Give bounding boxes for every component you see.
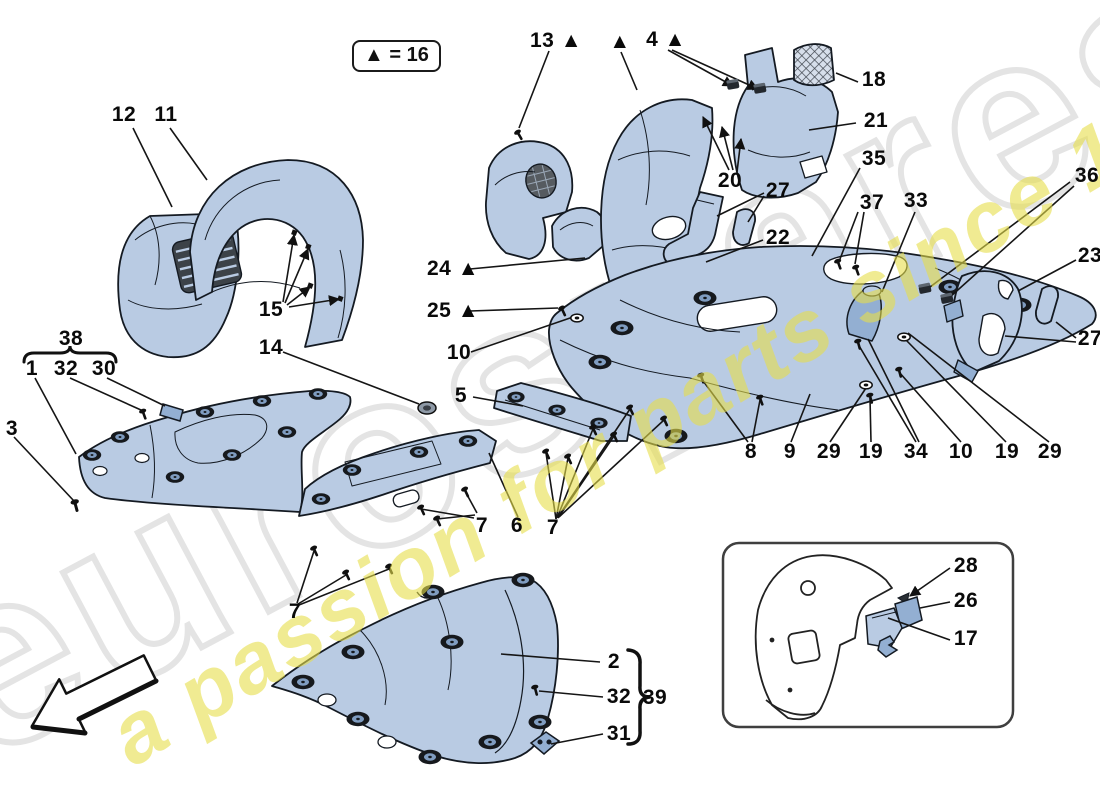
direction-arrow bbox=[30, 654, 159, 736]
part-bracket-31 bbox=[529, 731, 561, 755]
part-mesh-grille-18 bbox=[793, 43, 835, 87]
inset-clip-17 bbox=[865, 607, 903, 658]
brace-39 bbox=[626, 648, 651, 746]
part-clip-30 bbox=[159, 403, 184, 422]
part-strip-6 bbox=[298, 429, 497, 517]
part-wheelhouse-shell-24 bbox=[485, 140, 574, 260]
point-markers bbox=[291, 229, 344, 302]
part-front-wheelhouse-arch-11 bbox=[189, 159, 364, 348]
grommet-14 bbox=[417, 401, 437, 415]
part-quarter-panel-23 bbox=[943, 270, 1023, 383]
part-patch-strip-27 bbox=[1035, 285, 1059, 325]
brace-38 bbox=[22, 345, 118, 364]
triangle-legend-text: ▲ = 16 bbox=[364, 44, 429, 66]
fasteners bbox=[69, 78, 954, 697]
part-front-flat-undertray bbox=[78, 389, 352, 513]
part-bottom-undertray bbox=[271, 576, 559, 764]
leader-lines bbox=[13, 49, 1077, 745]
inset-wheelhouse-outline bbox=[754, 554, 893, 721]
triangle-legend: ▲ = 16 bbox=[352, 40, 441, 72]
part-wheelhouse-shell-25 bbox=[551, 207, 608, 262]
inset-detail-box bbox=[721, 541, 1015, 729]
